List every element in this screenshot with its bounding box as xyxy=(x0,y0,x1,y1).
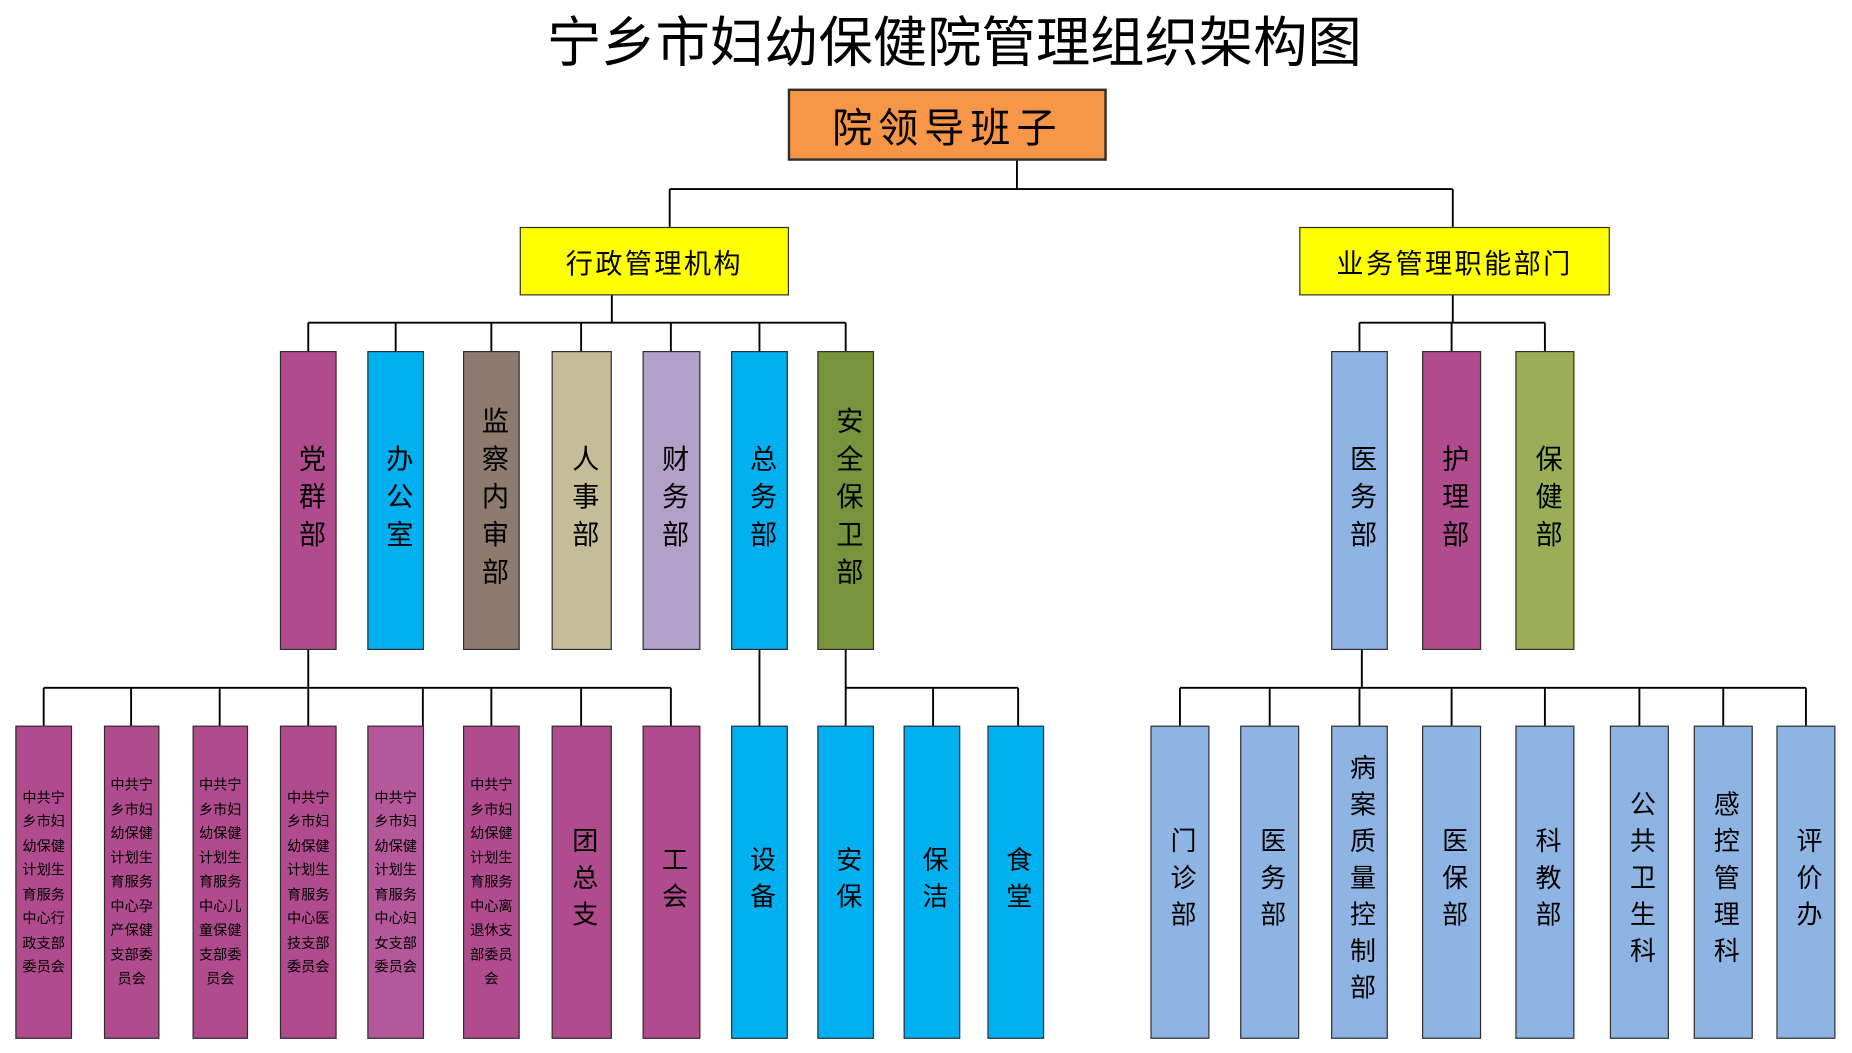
connector-line xyxy=(1178,648,1807,726)
sub-unit-box: 病案质量控制部 xyxy=(1331,725,1388,1039)
sub-unit-box: 工会 xyxy=(642,725,701,1039)
leadership-label: 院领导班子 xyxy=(832,105,1063,153)
chart-title: 宁乡市妇幼保健院管理组织架构图 xyxy=(546,10,1362,75)
connector-line xyxy=(42,648,672,726)
department-label: 护理部 xyxy=(1436,443,1468,558)
sub-unit-label: 中共宁乡市妇幼保健计划生育服务中心儿童保健支部委员会 xyxy=(199,776,242,988)
sub-unit-label: 医保部 xyxy=(1437,827,1467,938)
department-box: 人事部 xyxy=(551,351,612,651)
department-label: 保健部 xyxy=(1530,443,1561,558)
department-label: 财务部 xyxy=(656,443,688,558)
department-box: 护理部 xyxy=(1422,351,1482,651)
sub-unit-label: 病案质量控制部 xyxy=(1345,754,1375,1011)
department-box: 财务部 xyxy=(642,351,701,651)
sub-unit-box: 中共宁乡市妇幼保健计划生育服务中心儿童保健支部委员会 xyxy=(192,725,249,1039)
division-label: 行政管理机构 xyxy=(565,249,743,281)
sub-unit-label: 团总支 xyxy=(567,827,598,938)
sub-unit-box: 中共宁乡市妇幼保健计划生育服务中心妇女支部委员会 xyxy=(367,725,425,1039)
leadership-box: 院领导班子 xyxy=(787,88,1107,161)
department-label: 人事部 xyxy=(566,443,598,558)
sub-unit-label: 感控管理科 xyxy=(1709,790,1739,974)
department-box: 总务部 xyxy=(731,351,788,651)
connector-line xyxy=(307,294,847,352)
connector-line xyxy=(1358,294,1546,352)
sub-unit-box: 科教部 xyxy=(1515,725,1575,1039)
sub-unit-box: 中共宁乡市妇幼保健计划生育服务中心行政支部委员会 xyxy=(15,725,73,1039)
department-label: 党群部 xyxy=(293,443,325,558)
division-box-admin: 行政管理机构 xyxy=(519,226,789,296)
sub-unit-label: 评价办 xyxy=(1791,827,1822,938)
sub-unit-box: 公共卫生科 xyxy=(1609,725,1669,1039)
sub-unit-box: 感控管理科 xyxy=(1693,725,1753,1039)
department-box: 安全保卫部 xyxy=(817,351,875,651)
sub-unit-box: 评价办 xyxy=(1776,725,1836,1039)
sub-unit-box: 中共宁乡市妇幼保健计划生育服务中心孕产保健支部委员会 xyxy=(103,725,160,1039)
sub-unit-box: 安保 xyxy=(817,725,875,1039)
department-label: 总务部 xyxy=(744,443,776,558)
connector-line xyxy=(668,159,1454,227)
sub-unit-box: 食堂 xyxy=(987,725,1045,1039)
sub-unit-label: 门诊部 xyxy=(1165,827,1196,938)
sub-unit-box: 门诊部 xyxy=(1150,725,1210,1039)
sub-unit-box: 医务部 xyxy=(1240,725,1300,1039)
department-box: 党群部 xyxy=(279,351,337,651)
sub-unit-label: 公共卫生科 xyxy=(1625,790,1655,974)
division-label: 业务管理职能部门 xyxy=(1336,249,1573,281)
sub-unit-label: 食堂 xyxy=(1001,845,1032,919)
sub-unit-label: 保洁 xyxy=(917,845,948,919)
sub-unit-box: 医保部 xyxy=(1422,725,1482,1039)
sub-unit-label: 中共宁乡市妇幼保健计划生育服务中心孕产保健支部委员会 xyxy=(110,776,153,988)
connector-line xyxy=(844,648,1020,726)
department-label: 医务部 xyxy=(1344,443,1376,558)
department-box: 保健部 xyxy=(1515,351,1575,651)
sub-unit-label: 中共宁乡市妇幼保健计划生育服务中心行政支部委员会 xyxy=(22,788,65,976)
sub-unit-label: 中共宁乡市妇幼保健计划生育服务中心妇女支部委员会 xyxy=(374,788,417,976)
sub-unit-label: 中共宁乡市妇幼保健计划生育服务中心医技支部委员会 xyxy=(286,788,330,976)
sub-unit-label: 中共宁乡市妇幼保健计划生育服务中心离退休支部委员会 xyxy=(470,776,513,988)
sub-unit-box: 中共宁乡市妇幼保健计划生育服务中心离退休支部委员会 xyxy=(462,725,520,1039)
sub-unit-label: 工会 xyxy=(657,845,687,919)
sub-unit-box: 设备 xyxy=(731,725,788,1039)
sub-unit-label: 医务部 xyxy=(1255,827,1286,938)
department-label: 安全保卫部 xyxy=(830,405,862,596)
department-box: 监察内审部 xyxy=(462,351,520,651)
sub-unit-label: 设备 xyxy=(745,845,775,919)
sub-unit-label: 科教部 xyxy=(1530,827,1561,938)
sub-unit-box: 团总支 xyxy=(551,725,612,1039)
sub-unit-box: 保洁 xyxy=(903,725,961,1039)
department-label: 办公室 xyxy=(380,443,412,558)
division-box-business: 业务管理职能部门 xyxy=(1299,226,1610,296)
sub-unit-box: 中共宁乡市妇幼保健计划生育服务中心医技支部委员会 xyxy=(279,725,337,1039)
department-label: 监察内审部 xyxy=(476,405,508,596)
department-box: 办公室 xyxy=(367,351,425,651)
sub-unit-label: 安保 xyxy=(831,845,862,919)
department-box: 医务部 xyxy=(1331,351,1388,651)
